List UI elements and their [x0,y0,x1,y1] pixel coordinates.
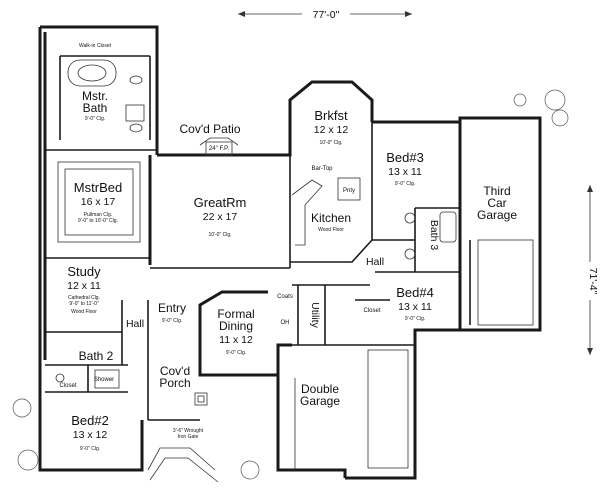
mstr-bed-ceiling-2: 9'-0" to 10'-0" Clg. [78,218,118,224]
kitchen-bar-top: Bar-Top [311,166,333,172]
formal-dining-ceiling: 9'-0" Clg. [226,350,246,356]
fireplace-label: 24" F.P. [209,146,229,152]
closet-label: Closet [363,308,380,314]
hall-east-label: Hall [366,256,384,268]
kitchen-floor: Wood Floor [318,227,344,233]
oh-label: OH [281,320,290,326]
brkfst-size: 12 x 12 [314,124,349,136]
gate-label: 3'-6" Wrought [173,428,204,434]
depth-dimension: 71'-4" [587,185,599,355]
bath3-label: Bath 3 [428,220,440,251]
brkfst-label: Brkfst [314,108,348,123]
bed2-ceiling: 9'-0" Clg. [80,446,100,452]
bed3-size: 13 x 11 [388,166,422,178]
covd-porch-label: Cov'd [160,364,190,378]
study-size: 12 x 11 [67,280,101,292]
fixtures [55,59,534,470]
landscaping [12,89,569,480]
covd-patio-label: Cov'd Patio [180,122,241,136]
kitchen-label: Kitchen [311,211,351,225]
great-rm-size: 22 x 17 [203,211,238,223]
bed2-closet-label: Closet [59,383,76,389]
shower-label: Shower [94,377,114,383]
width-dimension-label: 77'-0" [313,9,340,21]
brkfst-ceiling: 10'-0" Clg. [319,140,342,146]
mstr-bed-ceiling: Pullman Clg. [84,212,112,218]
bed4-ceiling: 9'-0" Clg. [405,316,425,322]
formal-dining-size: 11 x 12 [219,334,253,346]
mstr-bath-label: Mstr. [82,89,108,103]
utility-label: Utility [309,302,321,328]
bed3-label: Bed#3 [386,150,424,165]
mstr-bath-ceiling: 9'-0" Clg. [85,116,105,122]
formal-dining-label: Formal [217,307,254,321]
bed4-label: Bed#4 [396,285,434,300]
bed2-size: 13 x 12 [73,429,108,441]
bed2-label: Bed#2 [71,413,109,428]
great-rm-ceiling: 10'-0" Clg. [208,232,231,238]
mstr-bath-label-2: Bath [83,101,108,115]
coats-label: Coats [277,294,293,300]
third-car-garage-label-2: Car [487,196,506,210]
gate-label-2: Iron Gate [178,434,199,440]
entry-ceiling: 9'-0" Clg. [162,318,182,324]
study-ceiling-2: 9'-0" to 11'-0" [69,301,98,307]
entry-label: Entry [158,301,186,315]
front-walk [147,447,219,483]
great-rm-label: GreatRm [194,195,247,210]
covd-porch-label-2: Porch [159,376,190,390]
mstr-bed-size: 16 x 17 [81,196,116,208]
bed3-ceiling: 9'-0" Clg. [395,181,415,187]
double-garage-label: Double [301,382,339,396]
bath2-label: Bath 2 [79,349,114,363]
pantry-label: Pnty [343,188,355,194]
formal-dining-label-2: Dining [219,319,253,333]
interior-walls [45,55,471,421]
third-car-garage-label-3: Garage [477,208,517,222]
width-dimension: 77'-0" [238,9,412,21]
third-car-garage-label: Third [483,184,510,198]
depth-dimension-label: 71'-4" [587,268,599,295]
hall-west-label: Hall [126,318,144,330]
double-garage-label-2: Garage [300,394,340,408]
study-ceiling: Cathedral Clg. [68,295,100,301]
study-label: Study [67,264,101,279]
walk-in-closet-label: Walk-in Closet [79,43,112,49]
study-floor: Wood Floor [71,309,97,315]
bed4-size: 13 x 11 [398,301,432,313]
exterior-walls [38,25,542,480]
mstr-bed-label: MstrBed [74,180,122,195]
